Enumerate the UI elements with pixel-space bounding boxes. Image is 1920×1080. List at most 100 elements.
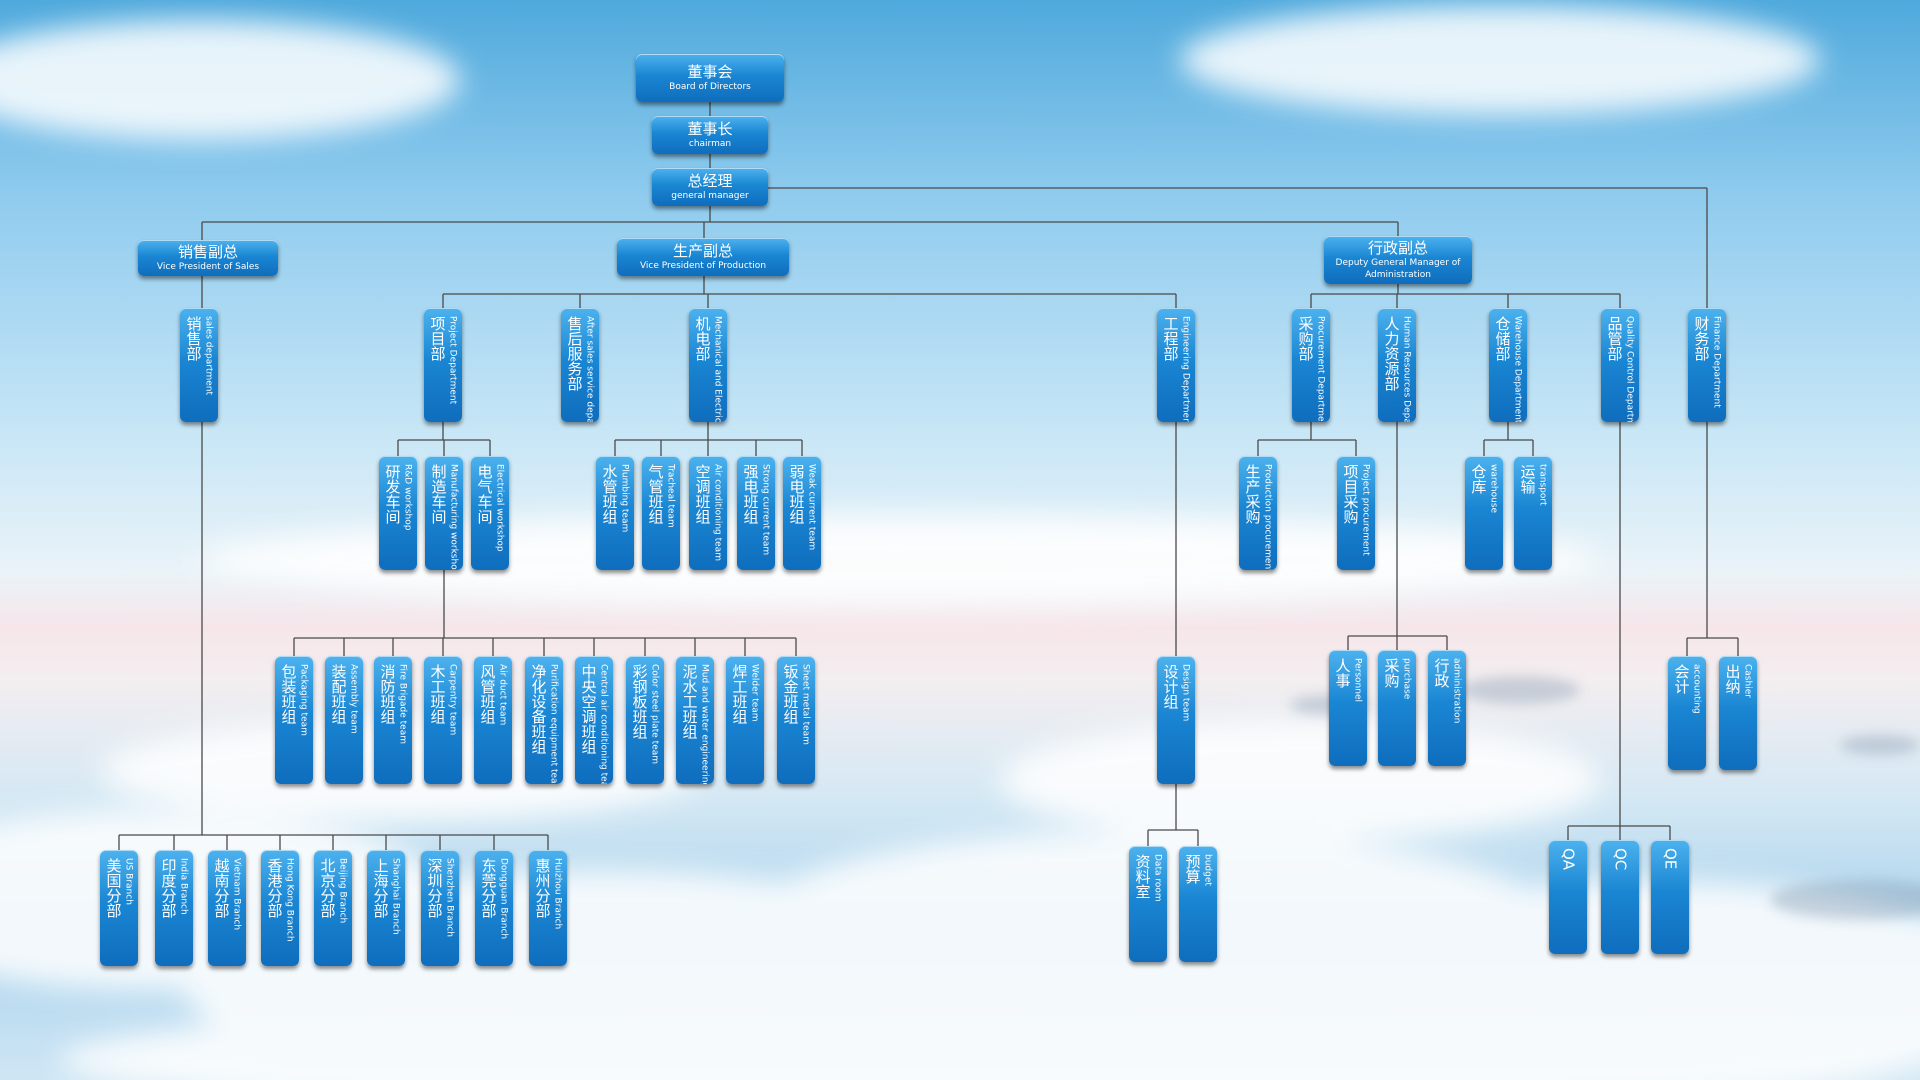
dept-finance-label: 财务部 — [1692, 316, 1711, 361]
mep-team-5-english-label: Weak current team — [806, 464, 817, 551]
manufacturing-team-11-english-label: Sheet metal team — [800, 664, 811, 745]
dept-aftersales-label: 售后服务部 — [565, 316, 584, 391]
quality-child-1-label: QA — [1559, 848, 1578, 871]
quality-child-2[interactable]: QC — [1601, 840, 1639, 954]
branch-4-english-label: Hong Kong Branch — [284, 858, 295, 942]
quality-child-1[interactable]: QA — [1549, 840, 1587, 954]
workshop-2-label: 制造车间 — [429, 464, 448, 524]
dept-quality-label: 品管部 — [1605, 316, 1624, 361]
manufacturing-team-6-label: 净化设备班组 — [529, 664, 548, 754]
dept-project-label: 项目部 — [428, 316, 447, 361]
dept-mep-label: 机电部 — [693, 316, 712, 361]
manufacturing-team-7-label: 中央空调班组 — [579, 664, 598, 754]
manufacturing-team-10-label: 焊工班组 — [730, 664, 749, 724]
mep-team-4-label: 强电班组 — [741, 464, 760, 524]
manufacturing-team-5-english-label: Air duct team — [497, 664, 508, 726]
branch-2-english-label: India Branch — [178, 858, 189, 915]
mep-team-2-english-label: Tracheal team — [665, 464, 676, 528]
branch-1-english-label: US Branch — [123, 858, 134, 905]
workshop-1-label: 研发车间 — [383, 464, 402, 524]
branch-3-label: 越南分部 — [212, 858, 231, 918]
mep-team-2-label: 气管班组 — [646, 464, 665, 524]
warehouse-child-2-label: 运输 — [1518, 464, 1537, 494]
manufacturing-team-9-label: 泥水工班组 — [680, 664, 699, 739]
procurement-child-2-english-label: Project procurement — [1360, 464, 1371, 556]
board-of-directors-node-english-label: Board of Directors — [669, 82, 751, 92]
branch-7-label: 深圳分部 — [425, 858, 444, 918]
dept-sales-english-label: sales department — [203, 316, 214, 396]
dept-engineering-english-label: Engineering Department — [1180, 316, 1191, 422]
hr-child-2-english-label: purchase — [1401, 658, 1412, 700]
design-team-node-english-label: Design team — [1180, 664, 1191, 722]
branch-7-english-label: Shenzhen Branch — [444, 858, 455, 937]
design-child-2-english-label: budget — [1202, 854, 1213, 886]
warehouse-child-1-english-label: warehouse — [1488, 464, 1499, 514]
workshop-3-english-label: Electrical workshop — [494, 464, 505, 552]
dept-engineering-label: 工程部 — [1161, 316, 1180, 361]
quality-child-3-label: QE — [1661, 848, 1680, 870]
branch-6-english-label: Shanghai Branch — [390, 858, 401, 935]
mep-team-3-english-label: Air conditioning team — [712, 464, 723, 561]
finance-child-1-label: 会计 — [1672, 664, 1691, 694]
manufacturing-team-4-english-label: Carpentry team — [447, 664, 458, 736]
quality-child-3[interactable]: QE — [1651, 840, 1689, 954]
vp-production-node-label: 生产副总 — [672, 242, 733, 260]
